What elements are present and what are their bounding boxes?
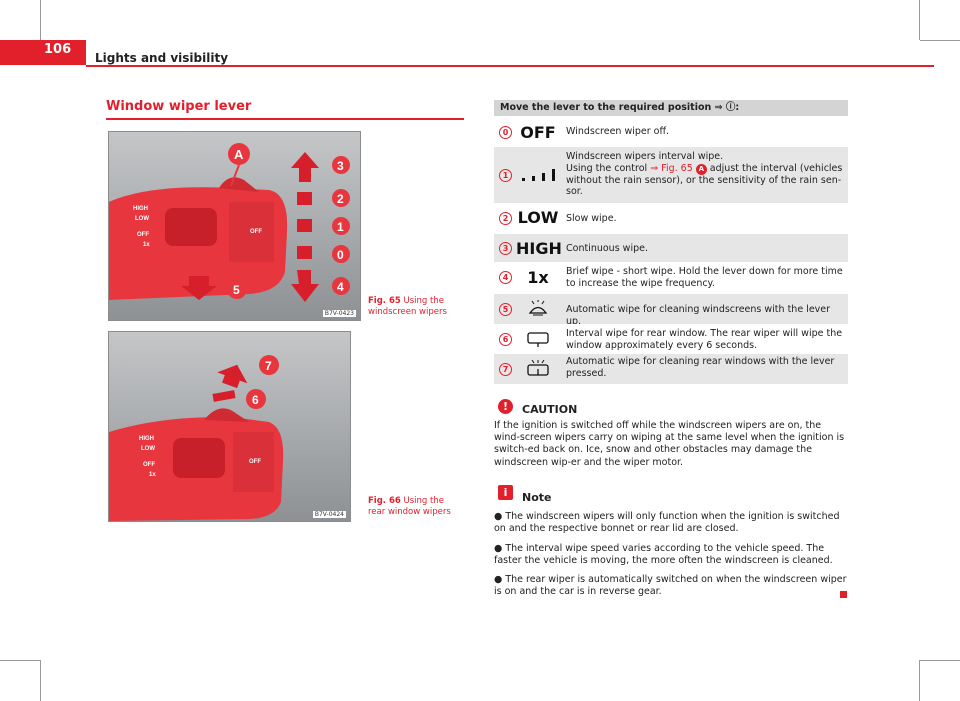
crop-mark xyxy=(920,660,960,661)
callout-a-icon: A xyxy=(695,163,707,175)
windscreen-wash-icon xyxy=(516,300,560,322)
row-description: Continuous wipe. xyxy=(566,243,648,254)
interval-bars-icon xyxy=(516,167,560,187)
header-rule xyxy=(86,65,934,67)
high-icon: HIGH xyxy=(516,239,562,258)
table-row: 7 Automatic wipe for cleaning rear windo… xyxy=(494,354,848,384)
lever-text: OFF xyxy=(250,229,262,235)
low-icon: LOW xyxy=(517,208,559,227)
caution-text: If the ignition is switched off while th… xyxy=(494,420,845,468)
table-row: 3 HIGH Continuous wipe. xyxy=(494,234,848,262)
page-number-box xyxy=(0,40,86,65)
desc-text: adjust the interval (vehicles without th… xyxy=(566,162,843,198)
callout-6: 6 xyxy=(252,393,259,407)
wiper-lever-illustration: HIGH LOW OFF 1x OFF A 3 2 1 0 5 4 xyxy=(109,132,360,320)
lever-text: LOW xyxy=(135,216,149,222)
figure-65-caption: Fig. 65 Using the windscreen wipers xyxy=(368,296,463,318)
position-number: 7 xyxy=(499,363,512,376)
position-number: 1 xyxy=(499,169,512,182)
figure-code: B7V-0423 xyxy=(322,310,356,317)
figure-code: B7V-0424 xyxy=(312,511,346,518)
table-row: 6 Interval wipe for rear window. The rea… xyxy=(494,324,848,354)
caution-title: CAUTION xyxy=(522,403,578,416)
row-description: Interval wipe for rear window. The rear … xyxy=(566,328,843,351)
caption-number: Fig. 65 xyxy=(368,296,401,306)
note-info-icon: i xyxy=(498,485,513,500)
crop-mark xyxy=(0,660,40,661)
callout-0: 0 xyxy=(337,248,344,262)
position-number: 0 xyxy=(499,126,512,139)
section-title: Window wiper lever xyxy=(106,99,252,114)
lever-text: 1x xyxy=(149,472,156,478)
caption-text: Using the windscreen wipers xyxy=(368,296,447,317)
rear-wiper-illustration: HIGH LOW OFF 1x OFF 7 6 xyxy=(109,332,350,521)
note-bullet: ● The rear wiper is automatically switch… xyxy=(494,574,847,598)
lever-text: HIGH xyxy=(139,436,154,442)
note-bullet: ● The interval wipe speed varies accordi… xyxy=(494,543,833,567)
lever-text: OFF xyxy=(137,232,149,238)
position-number: 2 xyxy=(499,212,512,225)
crop-mark xyxy=(919,0,920,40)
figure-66-caption: Fig. 66 Using the rear window wipers xyxy=(368,496,463,518)
off-icon: OFF xyxy=(520,123,556,142)
rear-wiper-icon xyxy=(516,330,560,352)
position-number: 5 xyxy=(499,303,512,316)
callout-3: 3 xyxy=(337,159,344,173)
row-description: Brief wipe - short wipe. Hold the lever … xyxy=(566,266,843,289)
note-bullet-text: The windscreen wipers will only function… xyxy=(494,511,840,535)
position-number: 6 xyxy=(499,333,512,346)
caution-icon: ! xyxy=(498,399,513,414)
callout-4: 4 xyxy=(337,280,344,294)
table-row: 0 OFF Windscreen wiper off. xyxy=(494,117,848,147)
position-number: 4 xyxy=(499,271,512,284)
lever-text: LOW xyxy=(141,446,155,452)
lever-text: OFF xyxy=(249,459,261,465)
callout-a: A xyxy=(234,147,244,162)
note-bullet: ● The windscreen wipers will only functi… xyxy=(494,511,840,535)
row-description: Windscreen wipers interval wipe. Using t… xyxy=(566,151,844,198)
figure-65-image: HIGH LOW OFF 1x OFF A 3 2 1 0 5 4 B7V-04… xyxy=(108,131,361,321)
table-row: 5 Automatic wipe for cleaning windscreen… xyxy=(494,294,848,327)
crop-mark xyxy=(40,660,41,701)
rear-wash-icon xyxy=(516,359,560,382)
table-header: Move the lever to the required position … xyxy=(494,100,848,116)
chapter-title: Lights and visibility xyxy=(95,51,229,65)
single-wipe-icon: 1x xyxy=(527,268,549,287)
row-description: Automatic wipe for cleaning windscreens … xyxy=(566,304,831,327)
row-description: Slow wipe. xyxy=(566,213,617,224)
caption-text: Using the rear window wipers xyxy=(368,496,451,517)
section-rule xyxy=(106,118,464,120)
crop-mark xyxy=(40,0,41,40)
desc-line: Windscreen wipers interval wipe. xyxy=(566,151,724,162)
figure-66-image: HIGH LOW OFF 1x OFF 7 6 B7V-0424 xyxy=(108,331,351,522)
row-description: Automatic wipe for cleaning rear windows… xyxy=(566,356,835,379)
note-bullet-text: The rear wiper is automatically switched… xyxy=(494,574,847,598)
lever-text: OFF xyxy=(143,462,155,468)
lever-text: HIGH xyxy=(133,206,148,212)
page-number: 106 xyxy=(44,42,72,57)
callout-1: 1 xyxy=(337,220,344,234)
table-row: 4 1x Brief wipe - short wipe. Hold the l… xyxy=(494,262,848,294)
table-row: 2 LOW Slow wipe. xyxy=(494,203,848,234)
crop-mark xyxy=(919,660,920,701)
note-title: Note xyxy=(522,491,552,504)
callout-5: 5 xyxy=(233,283,240,297)
table-row: 1 Windscreen wipers interval wipe. Using… xyxy=(494,147,848,203)
callout-7: 7 xyxy=(265,359,272,373)
desc-text: Using the control xyxy=(566,162,651,174)
lever-text: 1x xyxy=(143,242,150,248)
section-end-mark xyxy=(840,591,847,598)
row-description: Windscreen wiper off. xyxy=(566,126,670,137)
callout-2: 2 xyxy=(337,192,344,206)
caption-number: Fig. 66 xyxy=(368,496,401,506)
position-number: 3 xyxy=(499,242,512,255)
figure-ref-link[interactable]: ⇒ Fig. 65 xyxy=(650,162,693,174)
crop-mark xyxy=(920,40,960,41)
note-bullet-text: The interval wipe speed varies according… xyxy=(494,543,833,567)
